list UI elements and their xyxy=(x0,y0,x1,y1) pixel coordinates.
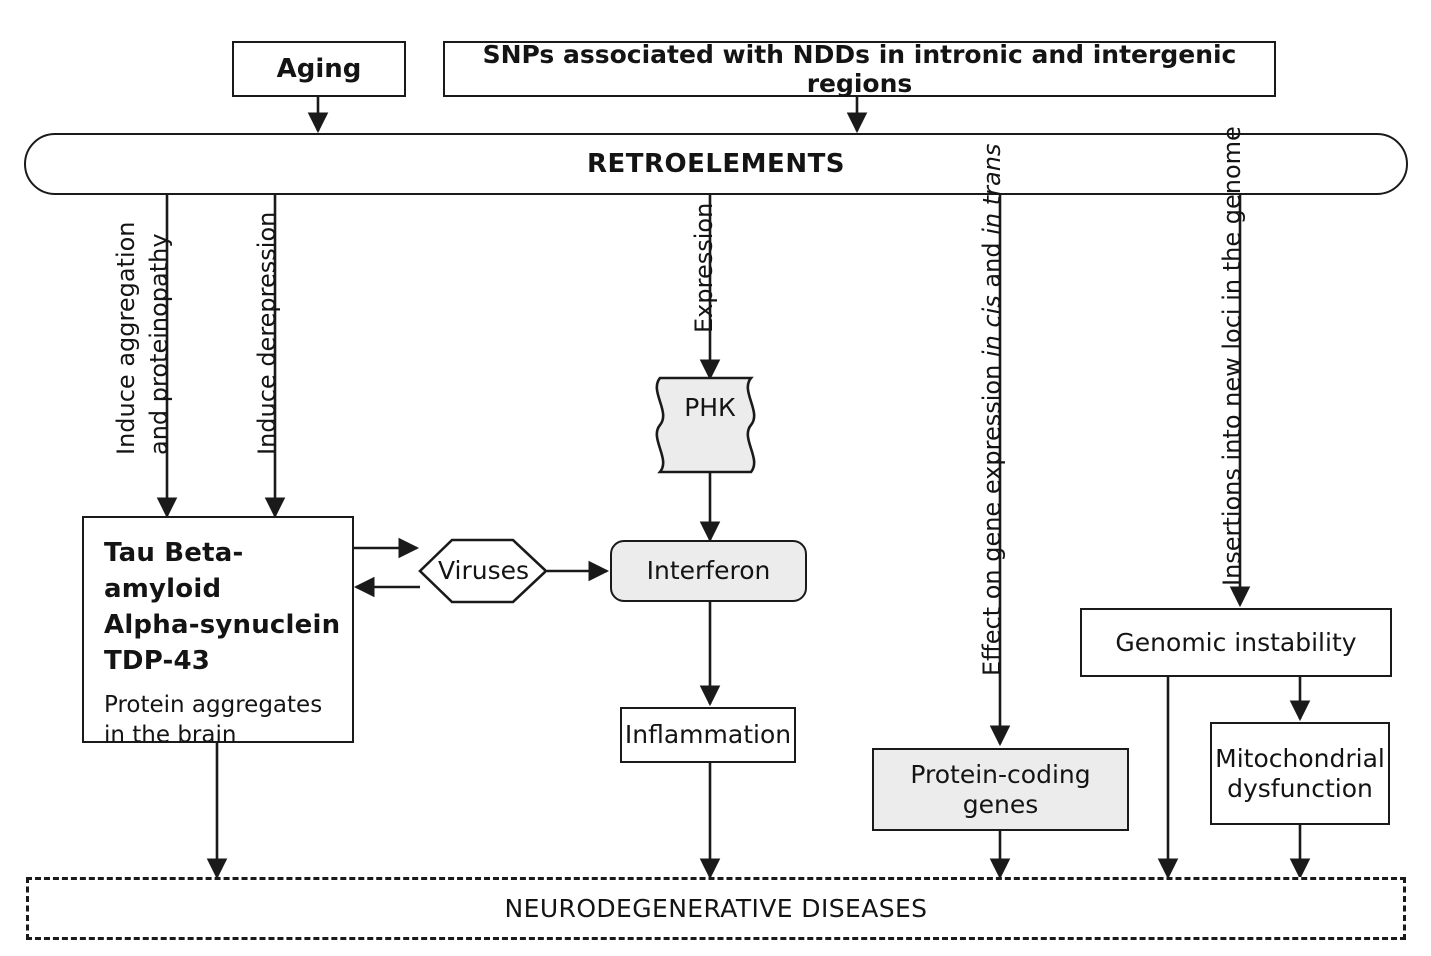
insertions-text: Insertions into new loci in the genome xyxy=(1218,126,1246,586)
effect-text-trans: in trans xyxy=(978,143,1006,235)
protein-line-3: TDP-43 xyxy=(104,645,211,676)
node-snps[interactable]: SNPs associated with NDDs in intronic an… xyxy=(443,39,1276,99)
node-genomic-instability[interactable]: Genomic instability xyxy=(1080,608,1392,677)
node-aging-label: Aging xyxy=(276,53,362,84)
node-snps-label: SNPs associated with NDDs in intronic an… xyxy=(482,39,1237,99)
protein-line-1: Tau Beta-amyloid xyxy=(104,538,244,604)
node-viruses[interactable]: Viruses xyxy=(420,540,547,602)
edge-label-expression: Expression xyxy=(690,203,718,333)
edge-label-insertions: Insertions into new loci in the genome xyxy=(1218,126,1246,586)
protein-sub-line-2: in the brain xyxy=(104,721,237,748)
edge-label-effect-on-gene-expression: Effect on gene expression in cis and in … xyxy=(978,144,1006,676)
node-mitochondrial-dysfunction[interactable]: Mitochondrial dysfunction xyxy=(1210,722,1390,825)
ndd-label: NEURODEGENERATIVE DISEASES xyxy=(504,893,928,923)
induce-derepression-text: Induce derepression xyxy=(253,211,281,455)
effect-text-cis: in cis xyxy=(978,295,1006,358)
expression-text: Expression xyxy=(690,202,718,333)
edge-label-induce-derepression: Induce derepression xyxy=(253,212,281,455)
node-retroelements[interactable]: RETROELEMENTS xyxy=(24,133,1408,195)
node-aging[interactable]: Aging xyxy=(232,41,406,97)
mitochondrial-line-2: dysfunction xyxy=(1227,773,1373,803)
node-inflammation[interactable]: Inflammation xyxy=(620,707,796,763)
node-rna-label: РНК xyxy=(684,393,736,423)
induce-aggregation-text-1: Induce aggregation xyxy=(112,221,140,455)
edge-label-induce-aggregation-line2: and proteinopathy xyxy=(145,233,173,455)
node-interferon[interactable]: Interferon xyxy=(610,540,807,602)
protein-sub-line-1: Protein aggregates xyxy=(104,691,323,718)
effect-text-mid: and xyxy=(978,234,1006,296)
node-inflammation-label: Inflammation xyxy=(624,720,792,750)
node-rna[interactable]: РНК xyxy=(665,378,755,438)
node-interferon-label: Interferon xyxy=(646,556,771,586)
node-genomic-instability-label: Genomic instability xyxy=(1115,627,1357,657)
induce-aggregation-text-2: and proteinopathy xyxy=(145,233,173,455)
node-protein-coding-genes[interactable]: Protein-coding genes xyxy=(872,748,1129,831)
effect-text-prefix: Effect on gene expression xyxy=(978,357,1006,676)
node-protein-coding-genes-label: Protein-coding genes xyxy=(910,760,1091,819)
node-retroelements-label: RETROELEMENTS xyxy=(586,148,846,179)
edge-label-induce-aggregation-line1: Induce aggregation xyxy=(112,221,140,455)
node-neurodegenerative-diseases[interactable]: NEURODEGENERATIVE DISEASES xyxy=(26,877,1406,940)
node-viruses-label: Viruses xyxy=(437,556,530,586)
protein-line-2: Alpha-synuclein xyxy=(104,609,341,640)
mitochondrial-line-1: Mitochondrial xyxy=(1215,744,1385,773)
node-protein-aggregates[interactable]: Tau Beta-amyloid Alpha-synuclein TDP-43 … xyxy=(82,516,354,748)
